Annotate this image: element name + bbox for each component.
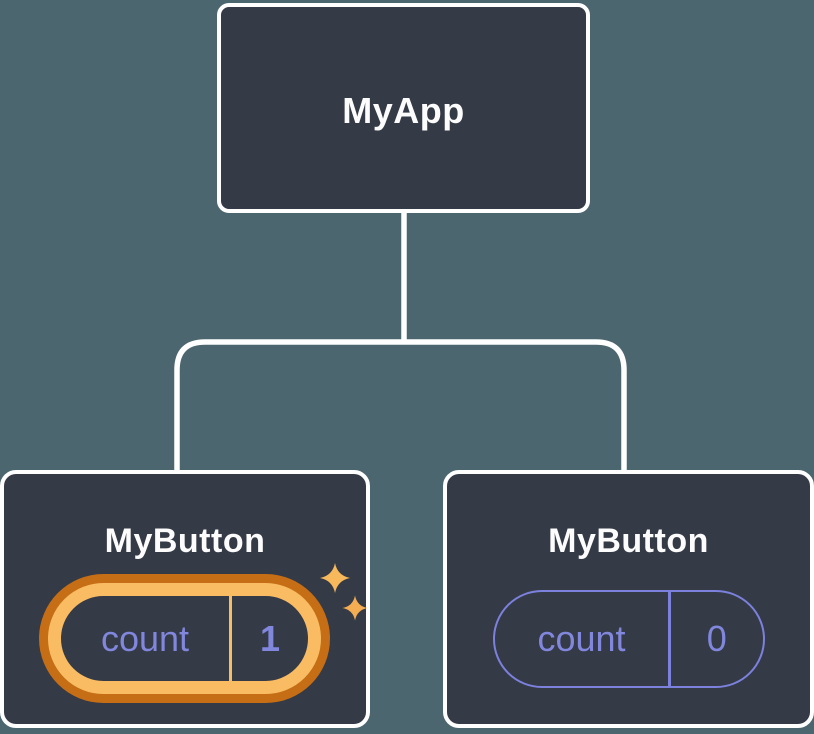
node-mybutton-right: MyButton count 0 bbox=[443, 470, 814, 728]
state-name: count bbox=[100, 617, 190, 659]
state-value: 0 bbox=[706, 618, 727, 659]
state-name: count bbox=[537, 618, 626, 659]
node-myapp: MyApp bbox=[217, 3, 590, 213]
sparkle-icon bbox=[320, 563, 368, 621]
node-label: MyButton bbox=[548, 522, 709, 560]
state-pill-highlighted-inner: count 1 bbox=[48, 583, 321, 694]
state-value: 1 bbox=[259, 617, 281, 659]
state-pill-highlighted: count 1 bbox=[39, 574, 330, 703]
node-label: MyApp bbox=[342, 90, 465, 131]
state-pill-divider bbox=[229, 596, 232, 681]
node-mybutton-left: MyButton count 1 bbox=[0, 470, 370, 728]
node-label: MyButton bbox=[104, 522, 266, 560]
state-pill-divider bbox=[668, 592, 671, 686]
state-pill: count 0 bbox=[493, 590, 765, 688]
